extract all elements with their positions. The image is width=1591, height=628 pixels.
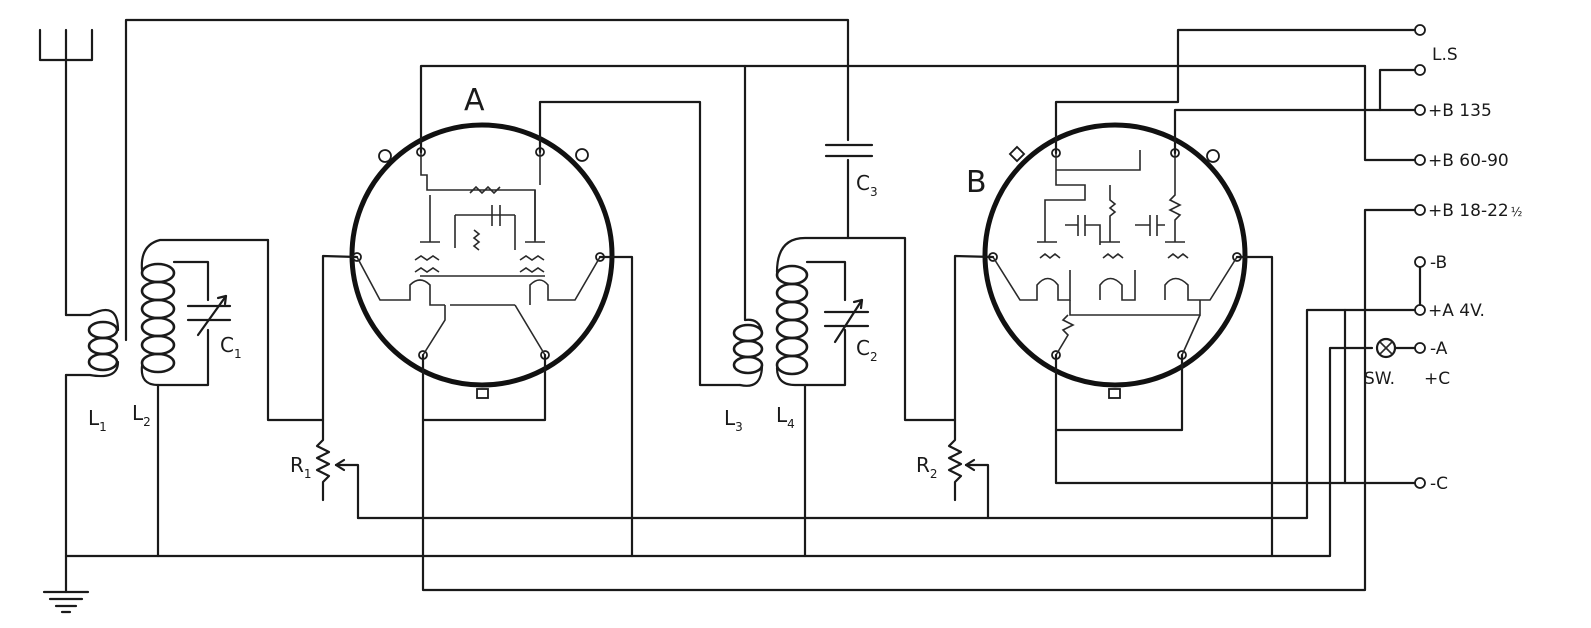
- label-r2: R2: [916, 453, 938, 481]
- terminal-ls[interactable]: [1414, 24, 1426, 76]
- tube-a: [349, 122, 615, 399]
- terminal-neg-b[interactable]: [1414, 256, 1426, 268]
- rheostat-r1: [315, 418, 360, 520]
- label-c2: C2: [856, 336, 878, 364]
- coil-l3: [732, 64, 764, 387]
- capacitor-c2: [823, 298, 870, 344]
- label-neg-a: -A: [1430, 339, 1448, 359]
- terminal-pos-a[interactable]: [1414, 304, 1426, 316]
- label-b6090: +B 60-90: [1428, 151, 1509, 171]
- label-pos-c: +C: [1424, 369, 1450, 389]
- label-ls: L.S: [1432, 45, 1458, 65]
- capacitor-c3: [824, 58, 874, 240]
- label-l3: L3: [724, 406, 743, 434]
- terminal-neg-c[interactable]: [1414, 477, 1426, 489]
- capacitor-c1: [186, 294, 232, 337]
- label-pos-a: +A 4V.: [1428, 301, 1485, 321]
- label-c1: C1: [220, 333, 242, 361]
- label-c3: C3: [856, 171, 878, 199]
- tube-b: [982, 122, 1248, 399]
- terminal-neg-a[interactable]: [1414, 342, 1426, 354]
- pilot-lamp-switch[interactable]: [1375, 337, 1422, 359]
- coil-l1: [64, 308, 120, 378]
- label-switch: SW.: [1364, 369, 1395, 389]
- label-neg-b: -B: [1430, 253, 1447, 273]
- ground-symbol: [42, 373, 90, 614]
- label-b135: +B 135: [1428, 101, 1492, 121]
- label-l4: L4: [776, 403, 795, 431]
- label-tube-a: A: [464, 83, 485, 118]
- label-tube-b: B: [966, 165, 987, 200]
- antenna-symbol: [38, 28, 94, 317]
- label-l2: L2: [132, 401, 151, 429]
- terminal-b1822[interactable]: [1414, 204, 1426, 216]
- coil-l2: [140, 238, 270, 558]
- coil-l4: [775, 236, 957, 558]
- label-r1: R1: [290, 453, 312, 481]
- terminal-b135[interactable]: [1414, 104, 1426, 116]
- terminal-b6090[interactable]: [1414, 154, 1426, 166]
- label-l1: L1: [88, 406, 107, 434]
- label-neg-c: -C: [1430, 474, 1448, 494]
- rheostat-r2: [947, 418, 990, 520]
